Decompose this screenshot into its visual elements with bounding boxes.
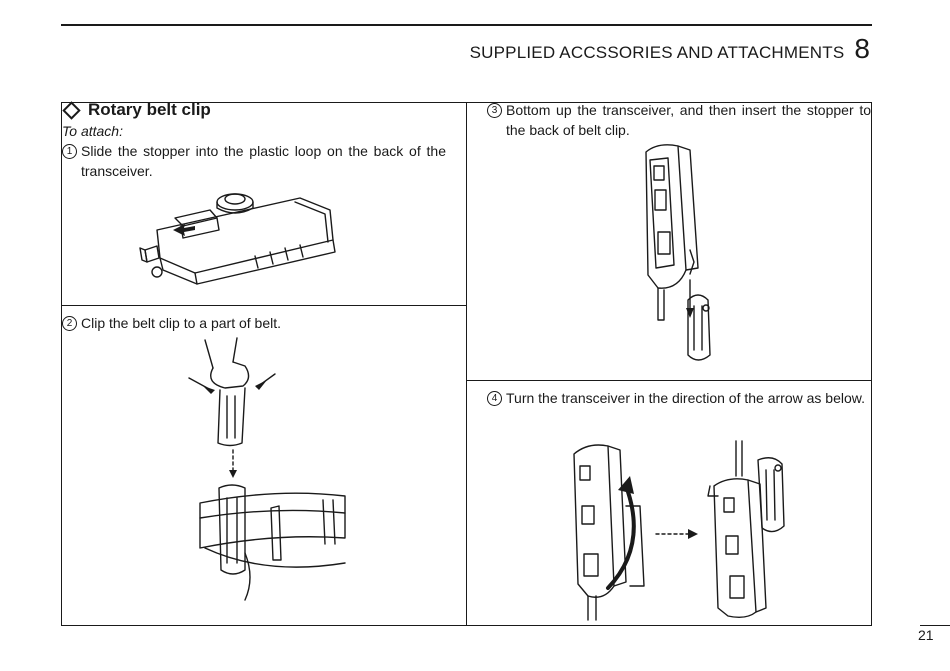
chapter-number: 8: [854, 33, 870, 64]
illustration-insert-stopper: [645, 144, 711, 361]
step-2-marker: 2: [62, 316, 77, 331]
step-1-marker: 1: [62, 144, 77, 159]
illustration-attach-stopper: [139, 193, 336, 285]
illustration-rotate-transceiver: [573, 440, 785, 621]
step-4-text: Turn the transceiver in the direction of…: [506, 390, 865, 406]
illustration-clip-to-belt: [188, 337, 346, 601]
page-header: SUPPLIED ACCSSORIES AND ATTACHMENTS 8: [470, 33, 870, 65]
step-3-marker: 3: [487, 103, 502, 118]
column-divider: [466, 102, 467, 626]
step-2: 2 Clip the belt clip to a part of belt.: [62, 313, 452, 333]
page-number-rule: [920, 625, 950, 626]
page-number: 21: [918, 627, 934, 643]
top-rule: [61, 24, 872, 26]
step-3-text: Bottom up the transceiver, and then inse…: [506, 102, 871, 138]
left-row-divider: [61, 305, 466, 306]
section-subhead: To attach:: [62, 123, 123, 139]
right-row-divider: [466, 380, 872, 381]
step-2-text: Clip the belt clip to a part of belt.: [81, 315, 281, 331]
section-title-text: Rotary belt clip: [88, 100, 211, 119]
step-1-text: Slide the stopper into the plastic loop …: [81, 143, 446, 179]
section-title: Rotary belt clip: [62, 100, 211, 120]
step-4: 4 Turn the transceiver in the direction …: [487, 388, 873, 408]
step-3: 3 Bottom up the transceiver, and then in…: [487, 100, 871, 140]
step-4-marker: 4: [487, 391, 502, 406]
diamond-outline-icon: [62, 100, 81, 120]
step-1: 1 Slide the stopper into the plastic loo…: [62, 141, 446, 181]
chapter-title: SUPPLIED ACCSSORIES AND ATTACHMENTS: [469, 43, 845, 62]
